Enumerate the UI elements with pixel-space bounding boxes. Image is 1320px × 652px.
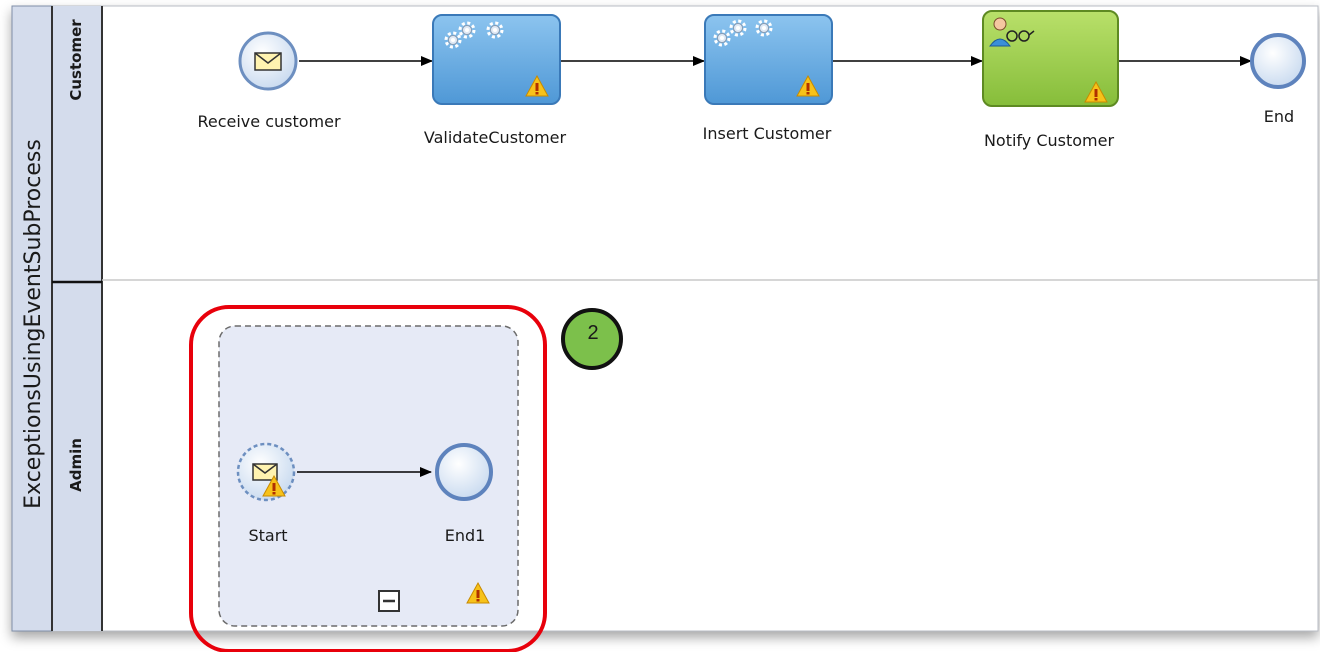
lane-title-customer: Customer	[67, 19, 85, 101]
lane-header-admin	[52, 282, 102, 631]
callout-badge	[561, 308, 623, 370]
notify-customer-task[interactable]	[982, 10, 1119, 107]
subprocess-start-event[interactable]	[236, 442, 296, 502]
event-subprocess[interactable]	[218, 325, 519, 627]
collapse-minus-icon[interactable]	[378, 590, 400, 612]
pool-frame	[11, 5, 1319, 632]
pool-header	[11, 5, 53, 632]
callout-number: 2	[587, 322, 599, 344]
lane-header-customer	[52, 6, 102, 282]
insert-customer-task[interactable]	[704, 14, 833, 105]
notify-customer-label: Notify Customer	[983, 131, 1115, 150]
lane-title-admin: Admin	[67, 438, 85, 492]
end-event[interactable]	[1250, 33, 1306, 89]
insert-customer-label: Insert Customer	[702, 124, 832, 143]
validate-customer-task[interactable]	[432, 14, 561, 105]
pool-title: ExceptionsUsingEventSubProcess	[21, 139, 46, 509]
receive-customer-label: Receive customer	[197, 112, 341, 131]
user-icon	[989, 17, 1035, 47]
receive-customer-start-event[interactable]	[238, 31, 298, 91]
validate-customer-label: ValidateCustomer	[423, 128, 567, 147]
subprocess-end-event[interactable]	[435, 443, 493, 501]
subprocess-start-label: Start	[248, 526, 288, 545]
highlight-outline	[189, 305, 547, 652]
subprocess-end-label: End1	[444, 526, 486, 545]
end-label: End	[1263, 107, 1295, 126]
